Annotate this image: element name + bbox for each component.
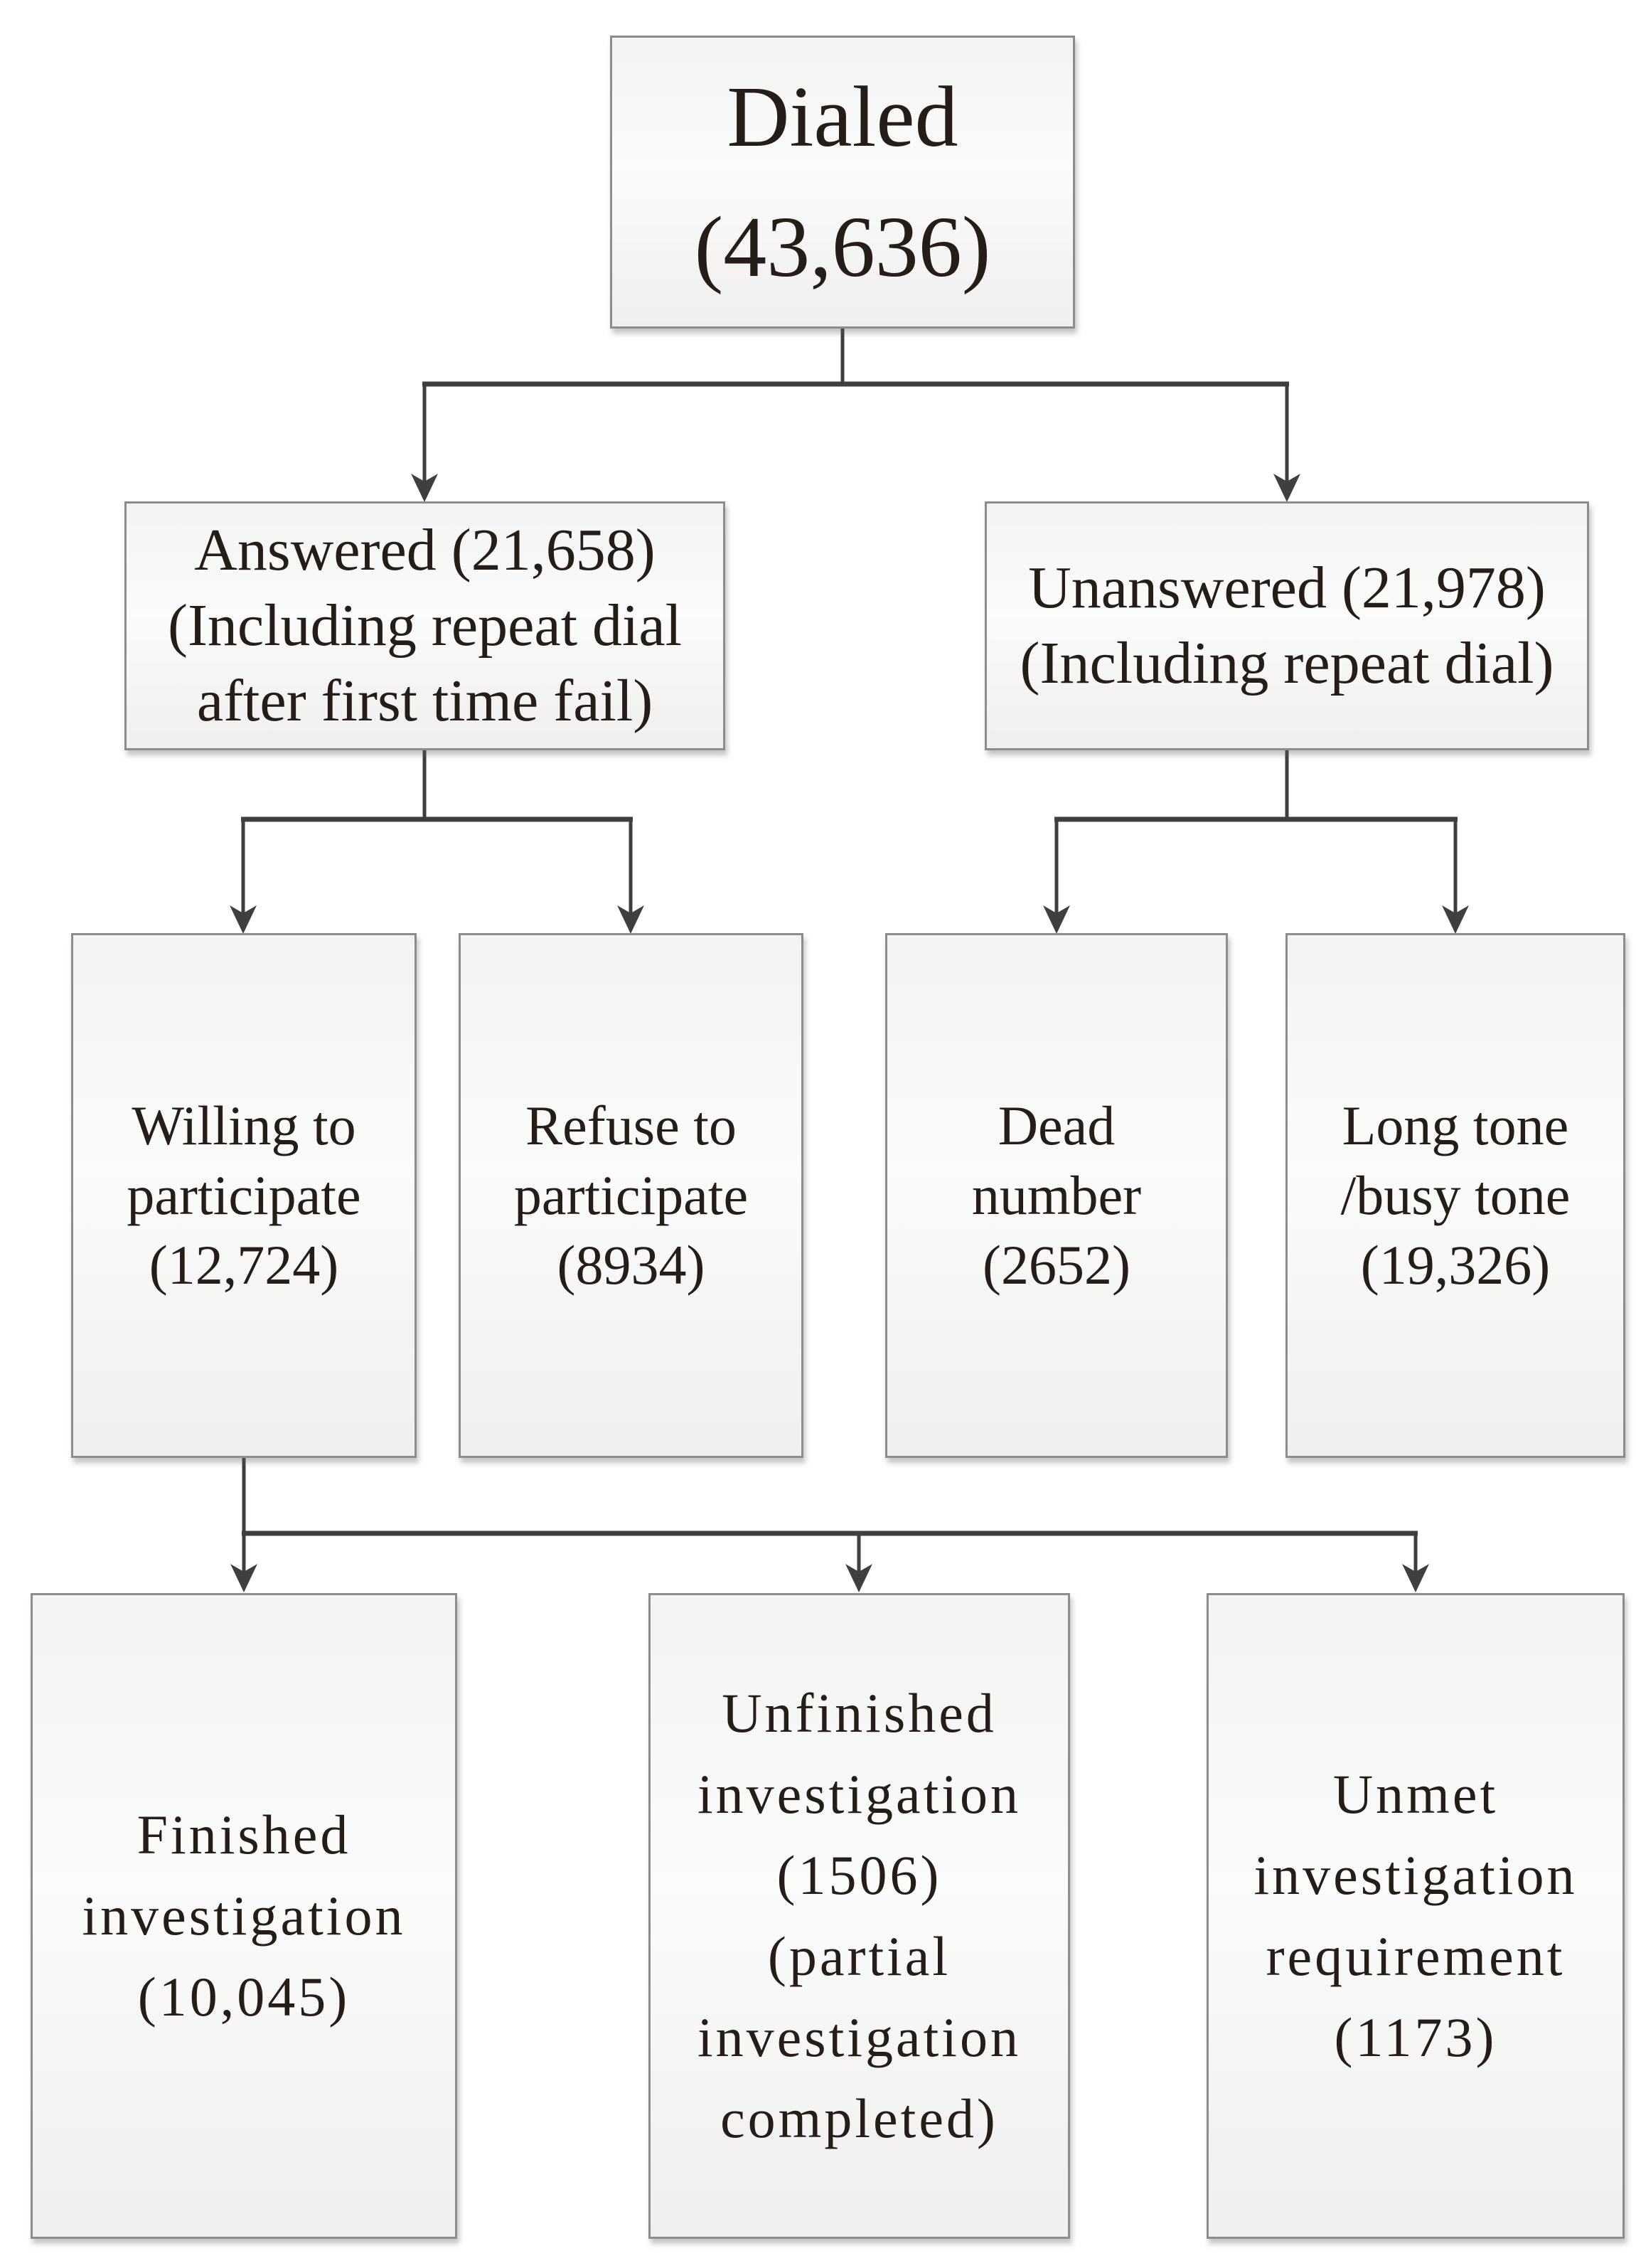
node-unanswered: Unanswered (21,978) (Including repeat di… xyxy=(985,501,1589,750)
node-answered-label: Answered (21,658) (Including repeat dial… xyxy=(167,517,683,734)
node-finished-label: Finished investigation (10,045) xyxy=(82,1804,406,2028)
arrow-down-icon xyxy=(1043,905,1070,934)
node-answered: Answered (21,658) (Including repeat dial… xyxy=(124,501,725,750)
arrow-down-icon xyxy=(411,474,438,502)
node-dialed: Dialed (43,636) xyxy=(610,36,1075,329)
connector-answered-children xyxy=(230,750,644,934)
connector-dialed-children xyxy=(411,329,1300,502)
arrow-down-icon xyxy=(1273,474,1300,502)
node-unmet-label: Unmet investigation requirement (1173) xyxy=(1253,1763,1578,2068)
node-unanswered-label: Unanswered (21,978) (Including repeat di… xyxy=(1020,555,1554,696)
connector-willing-children xyxy=(230,1458,1429,1592)
arrow-down-icon xyxy=(617,905,644,934)
arrow-down-icon xyxy=(230,905,257,934)
node-finished-investigation: Finished investigation (10,045) xyxy=(31,1593,457,2239)
node-refuse-label: Refuse to participate (8934) xyxy=(513,1095,749,1296)
node-willing-to-participate: Willing to participate (12,724) xyxy=(71,933,417,1458)
node-long-busy-tone: Long tone /busy tone (19,326) xyxy=(1285,933,1625,1458)
node-long-busy-label: Long tone /busy tone (19,326) xyxy=(1340,1095,1571,1296)
node-dead-number: Dead number (2652) xyxy=(885,933,1228,1458)
node-willing-label: Willing to participate (12,724) xyxy=(127,1095,361,1296)
arrow-down-icon xyxy=(1442,905,1469,934)
arrow-down-icon xyxy=(1402,1564,1429,1592)
arrow-down-icon xyxy=(230,1564,257,1592)
node-unfinished-label: Unfinished investigation (1506) (partial… xyxy=(697,1682,1021,2149)
connector-unanswered-children xyxy=(1043,750,1469,934)
node-unfinished-investigation: Unfinished investigation (1506) (partial… xyxy=(648,1593,1070,2239)
arrow-down-icon xyxy=(845,1564,872,1592)
node-unmet-investigation-requirement: Unmet investigation requirement (1173) xyxy=(1207,1593,1625,2239)
node-refuse-to-participate: Refuse to participate (8934) xyxy=(459,933,803,1458)
node-dead-label: Dead number (2652) xyxy=(971,1095,1142,1296)
node-dialed-label: Dialed (43,636) xyxy=(694,69,991,295)
